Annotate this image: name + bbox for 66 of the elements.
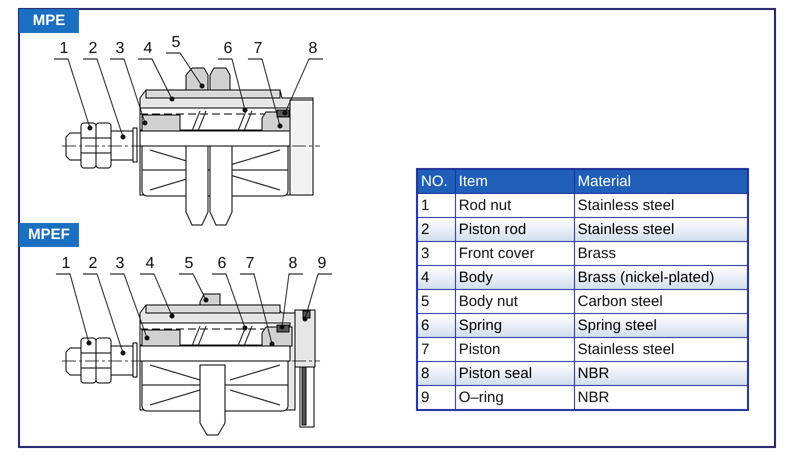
header-cell: Item — [454, 170, 574, 193]
table-cell: NBR — [574, 362, 747, 385]
table-cell: Front cover — [454, 242, 574, 265]
table-cell: Piston seal — [454, 362, 574, 385]
leader-line — [302, 274, 332, 322]
table-cell: Body — [454, 266, 574, 289]
callout-number: 9 — [314, 254, 330, 274]
leader-line — [280, 274, 304, 330]
leader-line — [218, 58, 248, 112]
leader-line — [110, 274, 150, 340]
table-cell: Carbon steel — [574, 290, 747, 313]
table-cell: Body nut — [454, 290, 574, 313]
table-cell-text: 1 — [420, 196, 430, 216]
callout-number: 4 — [140, 39, 156, 59]
leader-line — [212, 274, 248, 330]
table-cell-text: 9 — [420, 388, 430, 408]
leader-line — [82, 274, 126, 356]
leader-line — [240, 274, 274, 346]
callout-number: 7 — [242, 254, 258, 274]
leader-line — [138, 58, 174, 102]
table-cell: NBR — [574, 386, 747, 409]
callout-number: 7 — [250, 39, 266, 59]
leader-line — [178, 274, 208, 302]
leader-line — [56, 274, 92, 346]
callout-number: 3 — [112, 39, 128, 59]
callout-number: 8 — [285, 254, 301, 274]
table-cell-text: 4 — [420, 268, 430, 288]
table-cell-text: 3 — [420, 244, 430, 264]
section-tab: MPE — [19, 9, 79, 33]
table-cell: Brass — [574, 242, 747, 265]
callout-number: 3 — [112, 254, 128, 274]
leader-line — [282, 58, 324, 116]
callout-number: 2 — [85, 39, 101, 59]
callout-number: 6 — [220, 39, 236, 59]
header-cell-text: NO. — [420, 172, 449, 192]
callout-number: 6 — [214, 254, 230, 274]
leader-line — [110, 58, 148, 126]
callout-number: 8 — [305, 39, 321, 59]
leader-line — [82, 58, 126, 140]
leader-line — [140, 274, 174, 318]
section-tab: MPEF — [19, 223, 79, 247]
table-cell: Piston — [454, 338, 574, 361]
table-cell-text: 6 — [420, 316, 430, 336]
callout-number: 5 — [168, 33, 184, 53]
table-cell: Stainless steel — [574, 218, 747, 241]
table-cell-text: 7 — [420, 340, 430, 360]
callout-number: 5 — [181, 254, 197, 274]
table-cell: Rod nut — [454, 194, 574, 217]
table-cell: Stainless steel — [574, 338, 747, 361]
callout-number: 2 — [85, 254, 101, 274]
table-cell: Brass (nickel-plated) — [574, 266, 747, 289]
leader-line — [248, 58, 282, 128]
callout-number: 1 — [56, 39, 72, 59]
callout-number: 1 — [58, 254, 74, 274]
leader-line — [54, 58, 92, 130]
table-cell: Spring steel — [574, 314, 747, 337]
table-cell-text: 2 — [420, 220, 430, 240]
table-cell-text: 8 — [420, 364, 430, 384]
header-cell: Material — [574, 170, 747, 193]
table-cell: Stainless steel — [574, 194, 747, 217]
table-cell: Piston rod — [454, 218, 574, 241]
table-cell-text: 5 — [420, 292, 430, 312]
leader-line — [166, 52, 204, 88]
callout-number: 4 — [142, 254, 158, 274]
table-cell: O–ring — [454, 386, 574, 409]
table-cell: Spring — [454, 314, 574, 337]
